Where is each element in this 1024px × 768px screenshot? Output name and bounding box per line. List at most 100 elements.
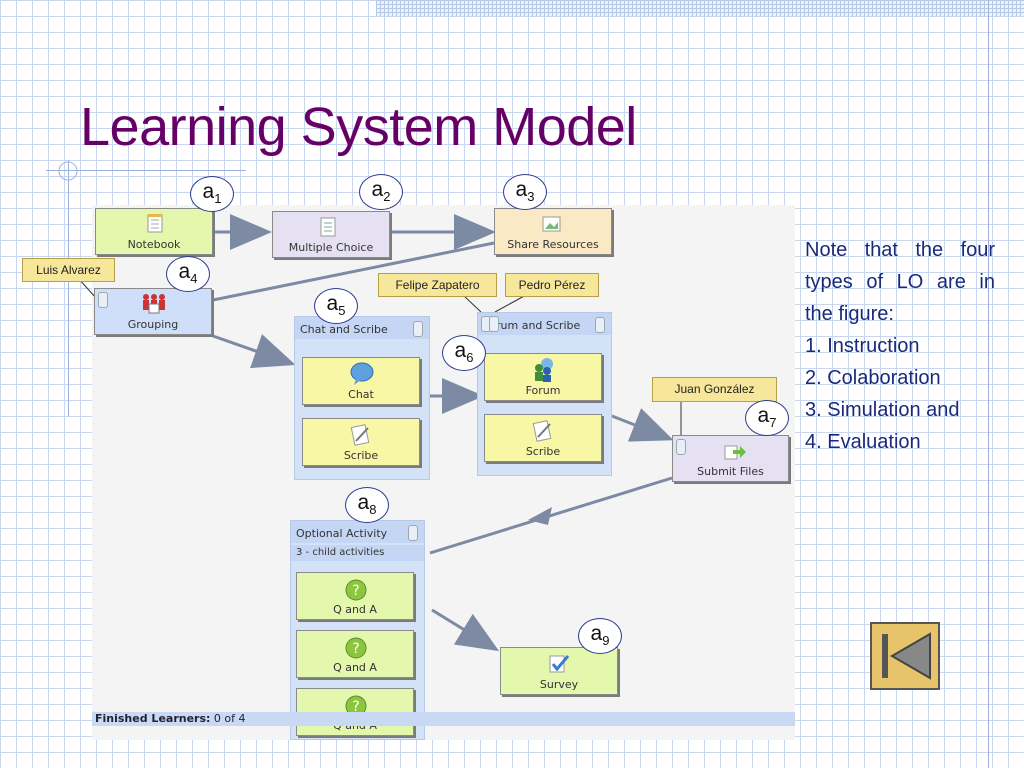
marker-a3: a3	[503, 174, 547, 210]
node-label: Notebook	[127, 238, 181, 251]
node-grouping[interactable]: Grouping	[94, 288, 212, 335]
lock-icon	[489, 316, 499, 332]
svg-text:?: ?	[352, 583, 359, 599]
marker-a6: a6	[442, 335, 486, 371]
notebook-icon	[147, 214, 163, 233]
forum-people-icon	[535, 358, 553, 382]
status-value: 0 of 4	[213, 712, 246, 725]
marker-sub: 9	[602, 633, 610, 649]
chat-bubble-icon	[350, 362, 374, 385]
status-bar: Finished Learners: 0 of 4	[92, 712, 795, 726]
arrow-forum-submit	[611, 408, 674, 442]
node-submit-files[interactable]: Submit Files	[672, 435, 789, 482]
header-band	[376, 0, 1024, 16]
lock-icon	[98, 292, 108, 308]
status-label: Finished Learners:	[95, 712, 211, 725]
marker-sub: 6	[466, 350, 474, 366]
node-label: Chat	[348, 388, 374, 401]
back-to-start-icon	[882, 632, 931, 680]
marker-base: a	[757, 404, 770, 427]
marker-sub: 4	[190, 271, 198, 287]
node-label: Scribe	[343, 449, 379, 462]
tag-pedro-perez: Pedro Pérez	[505, 273, 599, 297]
node-label: Multiple Choice	[288, 241, 374, 254]
marker-sub: 8	[369, 502, 377, 518]
marker-a2: a2	[359, 174, 403, 210]
list-item: 4. Evaluation	[805, 431, 921, 453]
node-scribe-2[interactable]: Scribe	[484, 414, 602, 462]
node-scribe-1[interactable]: Scribe	[302, 418, 420, 466]
question-icon: ?	[345, 579, 367, 601]
tag-luis-alvarez: Luis Alvarez	[22, 258, 115, 282]
line-share-grouping	[212, 241, 495, 302]
note-line: the figure:	[805, 303, 894, 325]
list-item: 1. Instruction	[805, 335, 920, 357]
list-item: 3. Simulation and	[805, 399, 960, 421]
marker-base: a	[590, 622, 603, 645]
node-qa-1[interactable]: ? Q and A	[296, 572, 414, 620]
node-label: Share Resources	[507, 238, 599, 251]
group-title: Optional Activity	[291, 521, 424, 543]
marker-base: a	[178, 260, 191, 283]
node-label: Grouping	[127, 318, 179, 331]
node-multiple-choice[interactable]: Multiple Choice	[272, 211, 390, 258]
lock-icon	[595, 317, 605, 333]
checklist-icon	[320, 217, 336, 237]
node-chat[interactable]: Chat	[302, 357, 420, 405]
svg-text:?: ?	[352, 641, 359, 657]
svg-text:?: ?	[352, 699, 359, 715]
node-label: Q and A	[333, 603, 377, 616]
frame-circle-ornament	[58, 161, 78, 181]
node-share-resources[interactable]: Share Resources	[494, 208, 612, 255]
group-title: Chat and Scribe	[295, 317, 429, 339]
node-label: Scribe	[525, 445, 561, 458]
frame-line-top	[46, 170, 246, 171]
mid-arrowhead-1	[528, 507, 552, 525]
picture-icon	[542, 216, 561, 232]
marker-sub: 7	[769, 415, 777, 431]
marker-sub: 3	[527, 189, 535, 205]
upload-arrow-icon	[724, 445, 746, 460]
list-item: 2. Colaboration	[805, 367, 941, 389]
group-title: rum and Scribe	[478, 313, 611, 335]
marker-sub: 5	[338, 303, 346, 319]
frame-line-right	[988, 0, 989, 768]
marker-a7: a7	[745, 400, 789, 436]
marker-base: a	[454, 339, 467, 362]
node-label: Submit Files	[697, 465, 764, 478]
node-label: Forum	[525, 384, 561, 397]
marker-a1: a1	[190, 176, 234, 212]
note-line: types of LO are in	[805, 271, 995, 293]
note-line: Note that the four	[805, 239, 995, 261]
arrow-optional-survey	[431, 608, 500, 652]
marker-base: a	[515, 178, 528, 201]
marker-a4: a4	[166, 256, 210, 292]
node-label: Survey	[539, 678, 579, 691]
note-paragraph: Note that the four types of LO are in	[805, 234, 995, 298]
tag-felipe-zapatero: Felipe Zapatero	[378, 273, 497, 297]
marker-sub: 1	[214, 191, 222, 207]
node-forum[interactable]: Forum	[484, 353, 602, 401]
side-note: Note that the four types of LO are in th…	[805, 234, 995, 458]
arrow-grouping-chat	[212, 334, 296, 369]
slide-title: Learning System Model	[80, 97, 637, 157]
node-qa-2[interactable]: ? Q and A	[296, 630, 414, 678]
node-notebook[interactable]: Notebook	[95, 208, 213, 255]
node-label: Q and A	[333, 661, 377, 674]
survey-check-icon	[549, 655, 570, 673]
scribe-pencil-icon	[350, 424, 370, 446]
lock-icon	[408, 525, 418, 541]
marker-a5: a5	[314, 288, 358, 324]
marker-base: a	[357, 491, 370, 514]
tag-juan-gonzalez: Juan González	[652, 377, 777, 402]
node-survey[interactable]: Survey	[500, 647, 618, 695]
frame-line-left	[68, 160, 69, 416]
marker-sub: 2	[383, 189, 391, 205]
marker-base: a	[326, 292, 339, 315]
line-submit-optional	[429, 476, 673, 555]
back-to-start-button[interactable]	[870, 622, 940, 690]
marker-base: a	[371, 178, 384, 201]
group-subtitle: 3 - child activities	[291, 545, 424, 561]
lock-icon	[676, 439, 686, 455]
